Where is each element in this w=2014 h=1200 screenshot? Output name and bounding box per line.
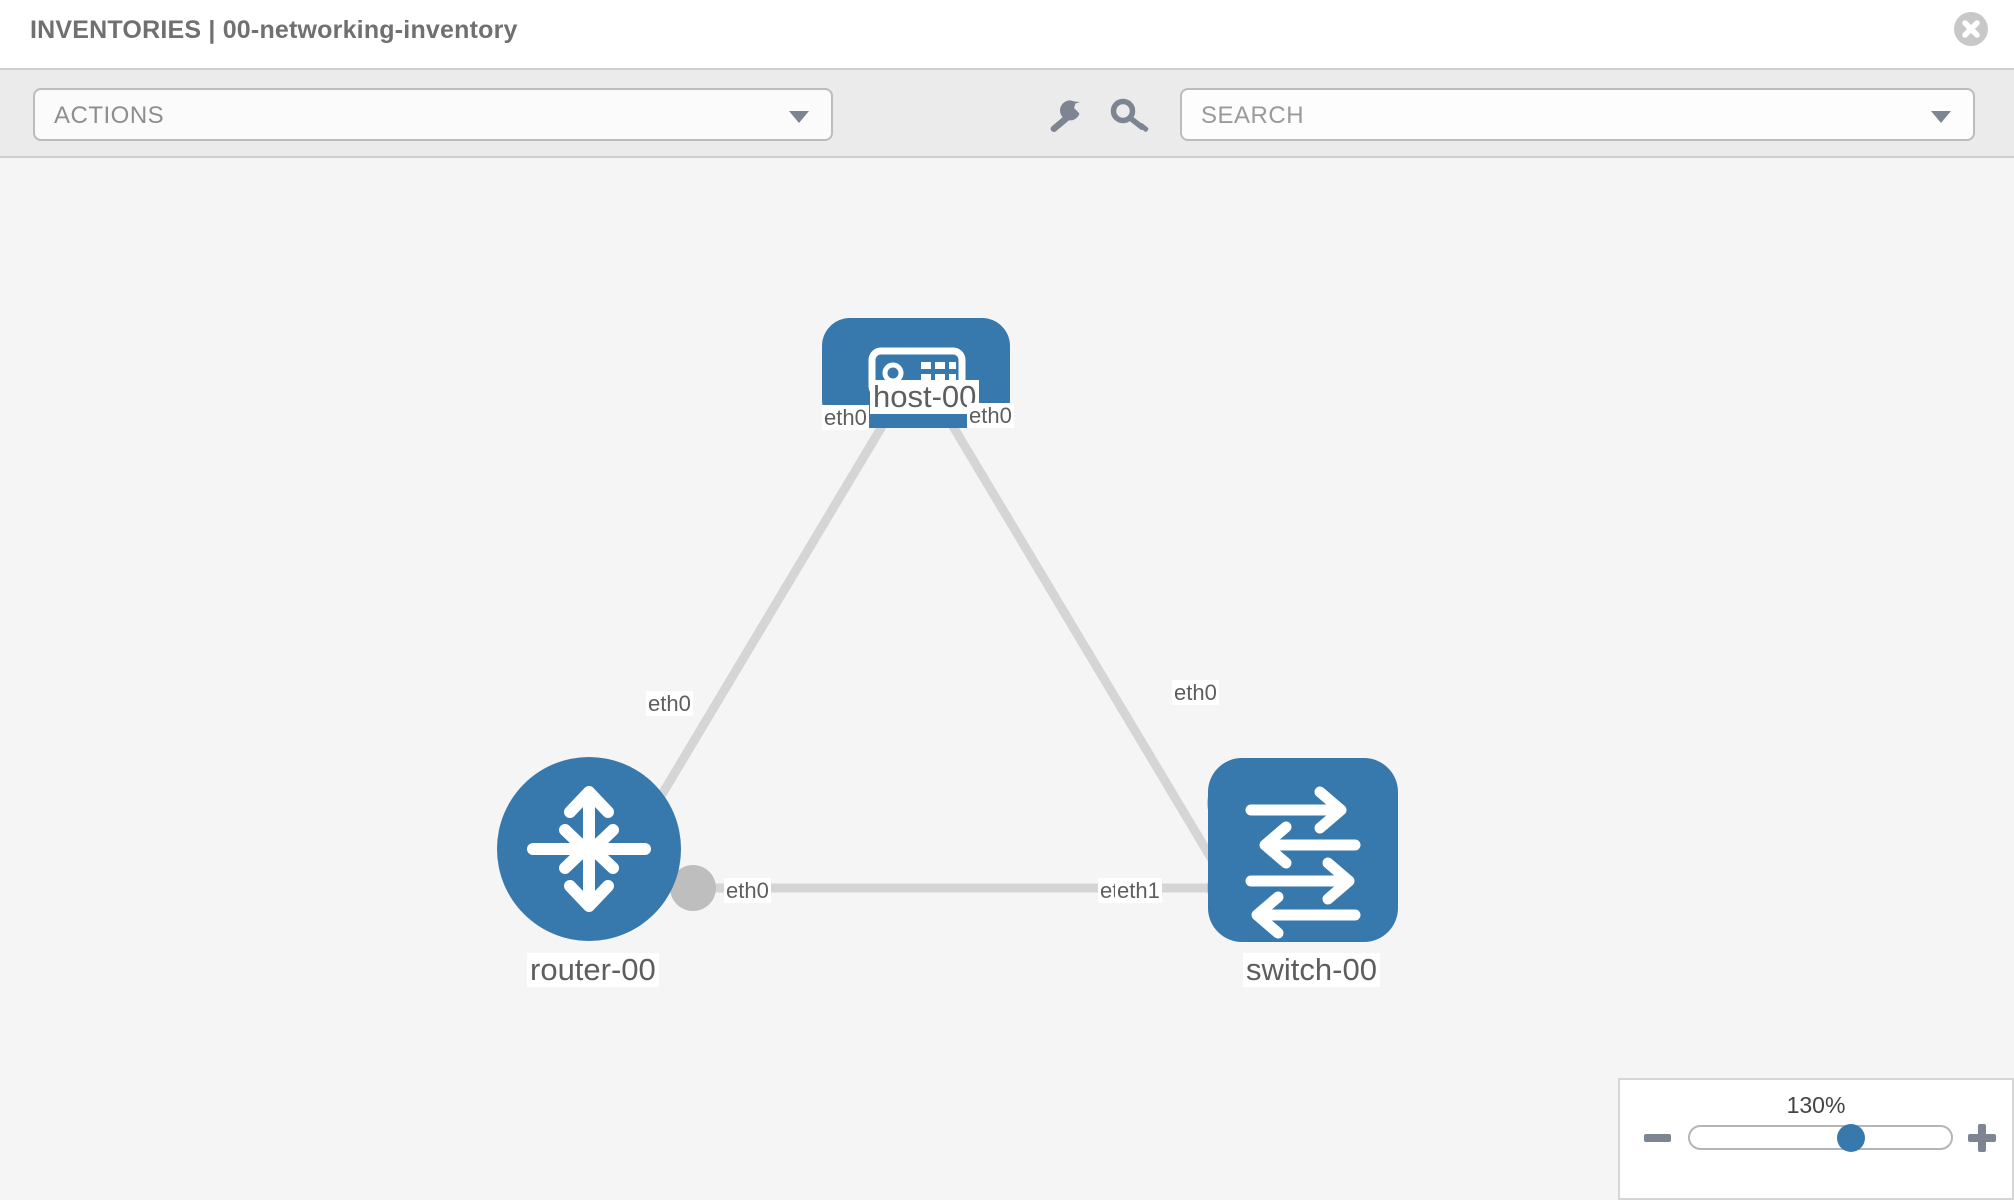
connector-router-right[interactable] [670, 865, 716, 911]
wrench-icon[interactable] [1046, 98, 1086, 134]
edge-label-router-upper-eth0: eth0 [646, 691, 693, 717]
search-placeholder: SEARCH [1201, 102, 1305, 129]
zoom-level-value: 130% [1786, 1092, 1846, 1118]
node-router-00[interactable] [497, 757, 681, 941]
node-switch-00[interactable] [1208, 758, 1398, 942]
close-icon-glyph [1962, 20, 1980, 38]
window-header: INVENTORIES | 00-networking-inventory [0, 0, 2014, 68]
close-icon[interactable] [1954, 12, 1988, 46]
actions-dropdown-label: ACTIONS [54, 102, 165, 129]
key-icon-glyph [1110, 98, 1149, 132]
edge-label-host-right-eth0: eth0 [967, 403, 1014, 429]
wrench-icon-glyph [1050, 100, 1080, 133]
zoom-control-panel: 130% [1618, 1078, 2014, 1200]
node-label-host-00: host-00 [870, 379, 980, 415]
edge-label-router-right-eth0: eth0 [724, 878, 771, 904]
topology-graph [497, 318, 1398, 942]
edge-label-switch-upper-eth0: eth0 [1172, 680, 1219, 706]
zoom-out-button[interactable] [1644, 1134, 1671, 1142]
zoom-in-button[interactable] [1968, 1124, 1996, 1152]
switch-arrows-icon [1245, 786, 1361, 939]
node-label-switch-00: switch-00 [1243, 952, 1380, 988]
key-icon[interactable] [1110, 98, 1150, 134]
zoom-slider-track[interactable] [1688, 1125, 1953, 1150]
chevron-down-icon [1931, 111, 1951, 123]
page-title: INVENTORIES | 00-networking-inventory [30, 16, 518, 44]
chevron-down-icon [789, 111, 809, 123]
topology-canvas[interactable]: host-00 router-00 switch-00 eth0 eth0 et… [0, 158, 2014, 1200]
edges [596, 410, 1239, 901]
edge-host-switch[interactable] [941, 410, 1239, 901]
zoom-slider-handle[interactable] [1837, 1124, 1866, 1152]
node-label-router-00: router-00 [527, 952, 659, 988]
edge-label-switch-left-eth1: eth1 [1115, 878, 1162, 904]
edge-label-host-left-eth0: eth0 [822, 405, 869, 431]
search-input[interactable]: SEARCH [1180, 88, 1975, 141]
toolbar: ACTIONS SEARCH [0, 68, 2014, 158]
router-arrows-icon [527, 786, 651, 912]
actions-dropdown[interactable]: ACTIONS [33, 88, 833, 141]
